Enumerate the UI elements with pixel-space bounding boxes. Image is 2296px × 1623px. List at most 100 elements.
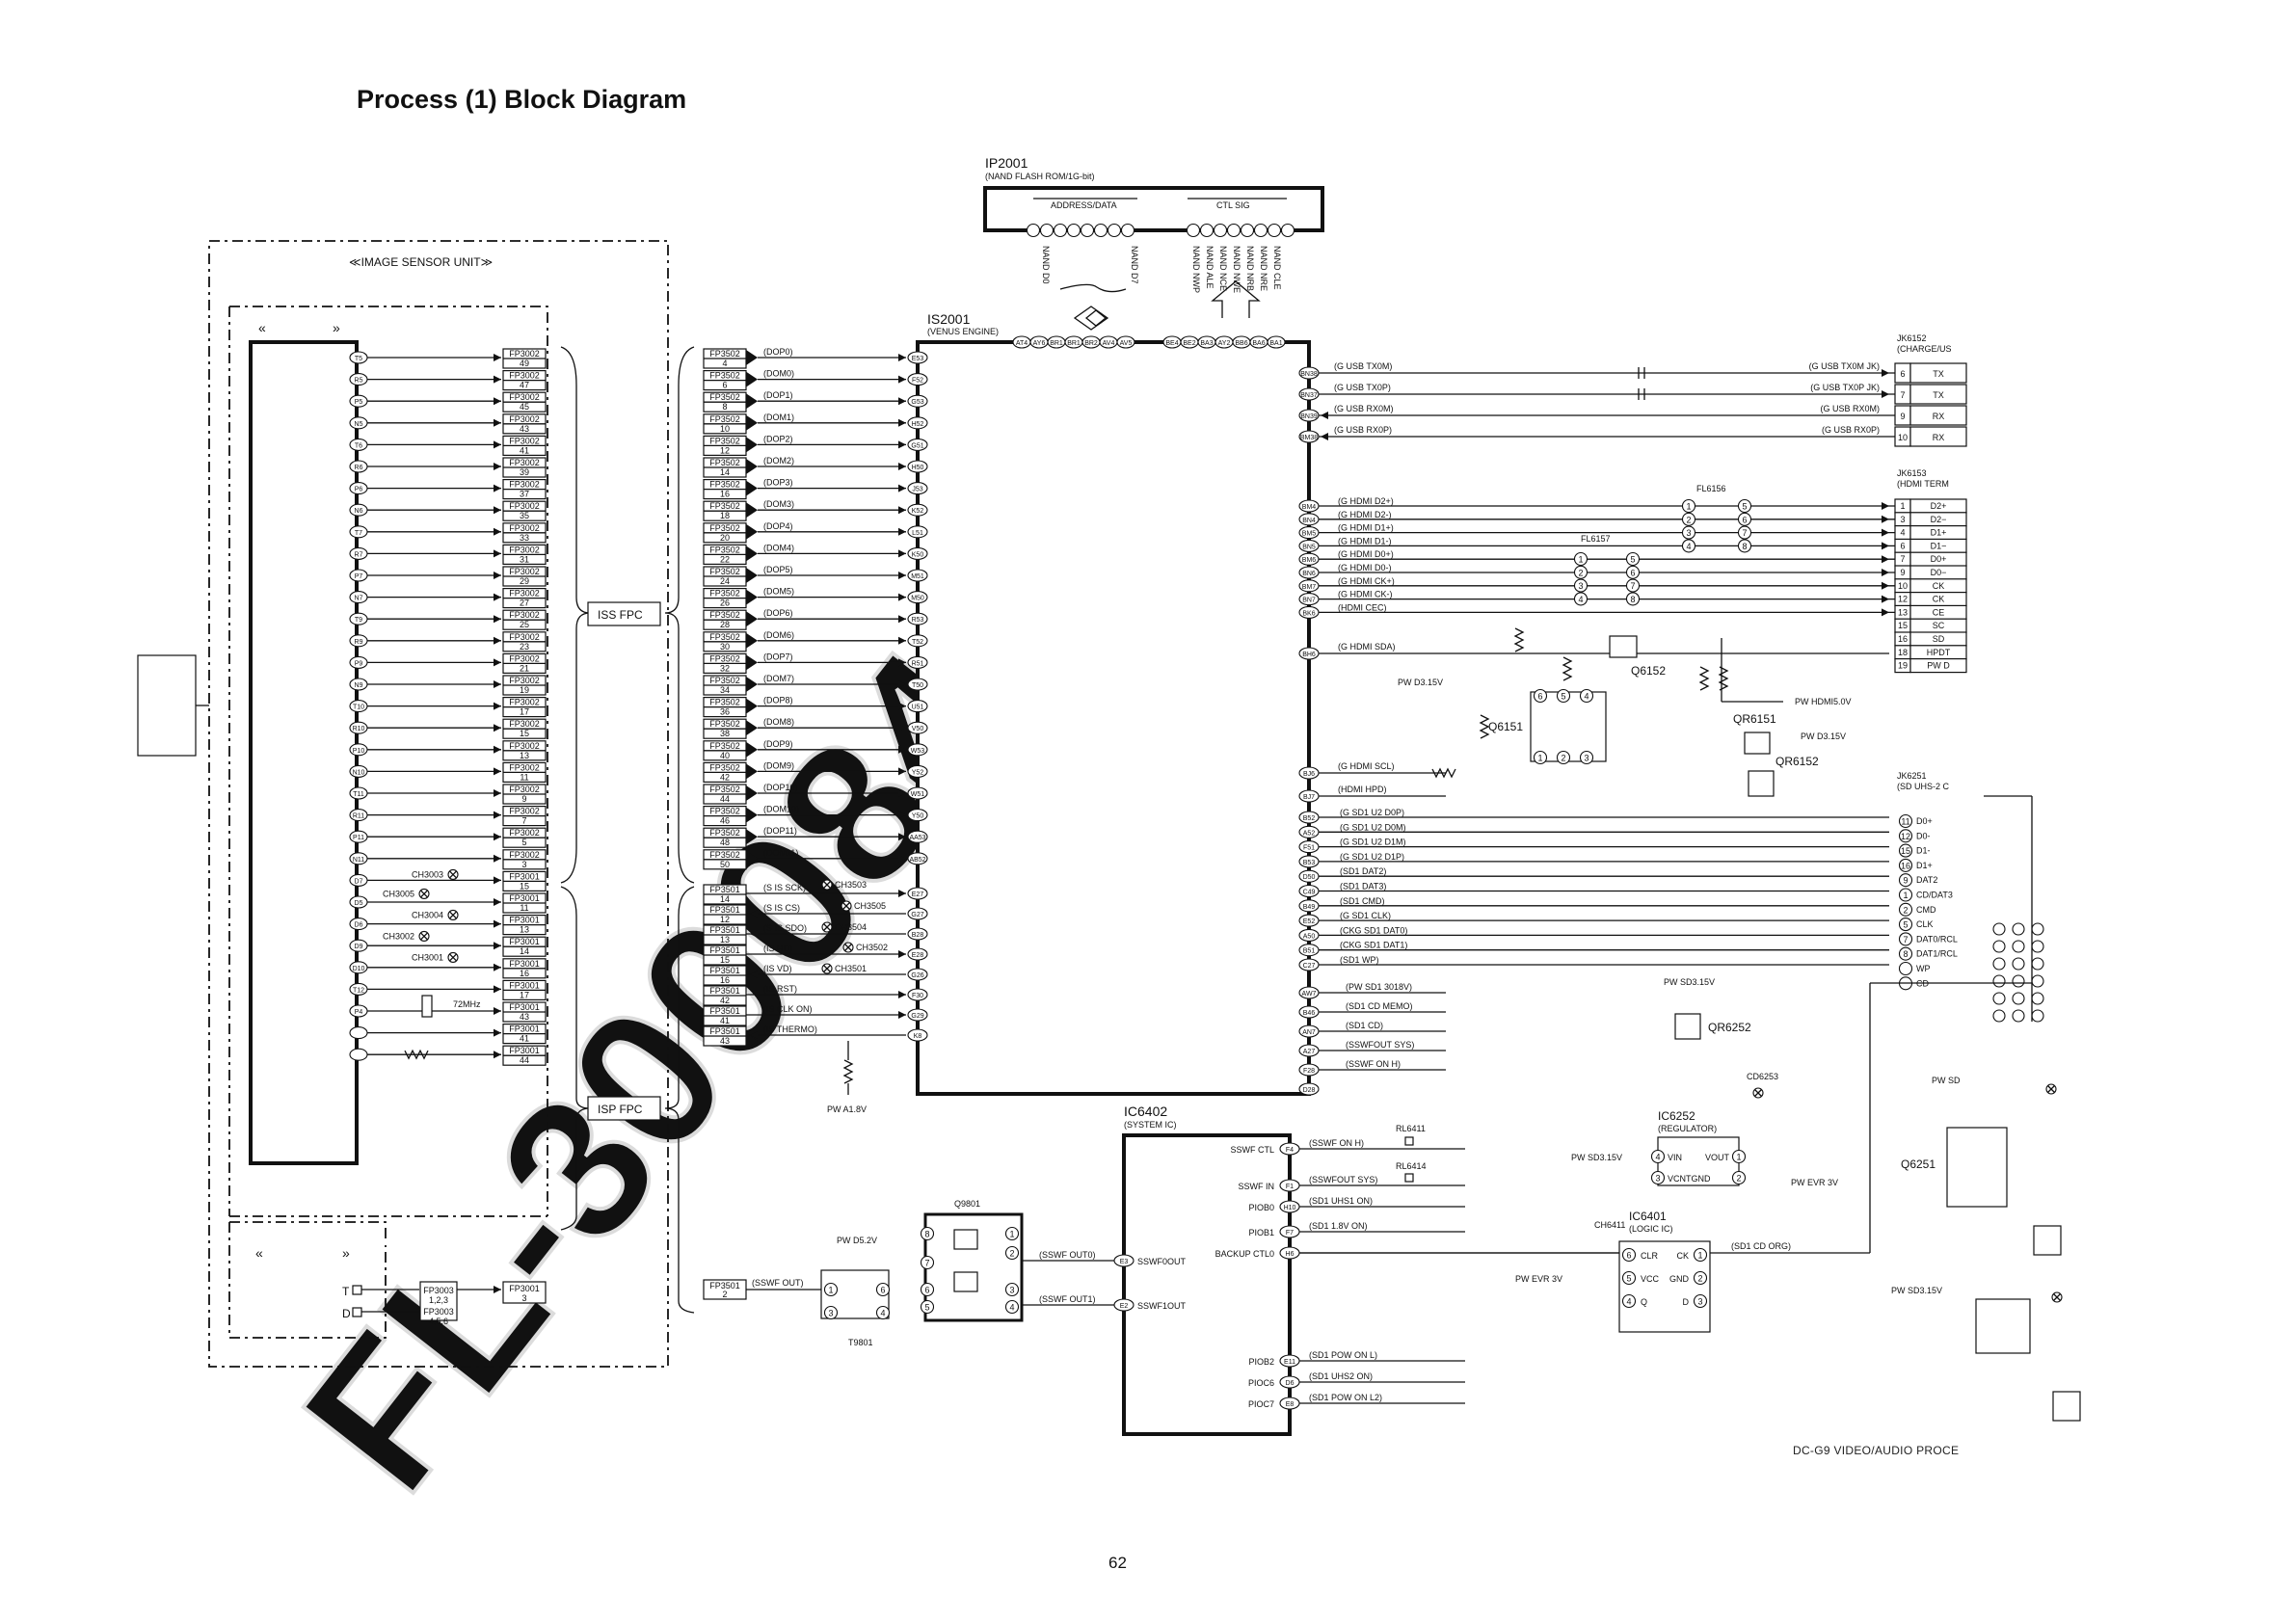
is2001-pin-label: M51	[911, 573, 924, 580]
fp-arrow	[746, 371, 758, 387]
fp-arrow	[746, 350, 758, 365]
iss-fpc-bracket: ISS FPC	[560, 346, 695, 884]
q6151-pin-label: 1	[1537, 754, 1542, 763]
ic6252-chip	[1657, 1136, 1740, 1186]
q9801-pin	[1004, 1299, 1020, 1315]
fl6156-pin-label: 3	[1686, 528, 1691, 538]
jk6153-name-box	[1909, 657, 1967, 674]
qr6152-chip	[1748, 770, 1775, 797]
sensor-arrow	[494, 942, 501, 950]
jk6251-name: CD/DAT3	[1916, 891, 1953, 900]
fp3501-ref: FP3501	[709, 986, 740, 996]
arrow	[898, 354, 906, 361]
is2001-top-pin-label: BR1	[1050, 340, 1063, 347]
sysic-pin-name: SSWF IN	[1239, 1182, 1275, 1191]
usb-signal-right: (G USB RX0P)	[1822, 425, 1880, 435]
sd-pow-ic	[1975, 1298, 2031, 1354]
jk6251-name: D1+	[1916, 861, 1933, 870]
fp3002-pin: 15	[520, 729, 529, 738]
is2001-top-pin-label: BA1	[1269, 340, 1282, 347]
sensor-arrow	[494, 985, 501, 994]
sysic-pin-name: SSWF CTL	[1230, 1145, 1274, 1155]
is2001-pin	[907, 438, 928, 451]
arrow	[898, 854, 906, 863]
fl6157-pin-label: 1	[1578, 555, 1583, 565]
sd-pin-label: A50	[1303, 933, 1316, 940]
sensor-pin	[349, 1026, 368, 1040]
usb-signal-left: (G USB TX0P)	[1334, 383, 1391, 392]
scl-resistor	[1431, 767, 1456, 779]
fp3502-pin: 14	[720, 467, 730, 477]
fp3502-ref: FP3502	[709, 676, 740, 685]
sensor-pin-label: T9	[355, 617, 362, 624]
sensor-arrow	[494, 593, 501, 601]
nand-ctl-pin	[1186, 223, 1201, 238]
sd-switch-node	[2031, 974, 2044, 988]
fp3002-pin: 5	[521, 838, 526, 847]
jk6153-pin: 15	[1898, 621, 1908, 630]
sysic-pin-label: F7	[1286, 1230, 1294, 1237]
jk6251-pin-label: 16	[1901, 861, 1910, 870]
jk6153-pin: 18	[1898, 648, 1908, 657]
ch-label: CH3503	[835, 880, 867, 890]
jk-name-box	[1909, 426, 1967, 447]
sensor-pin-label: P7	[355, 573, 363, 580]
sensor-arrow	[494, 898, 501, 906]
fl6156-pin	[1681, 512, 1696, 526]
arrow	[1882, 595, 1889, 603]
fp3501-ref: FP3501	[709, 925, 740, 935]
arrow	[898, 375, 906, 384]
fp3002-pin: 37	[520, 490, 529, 499]
fl6156-pin	[1681, 525, 1696, 540]
t9801-pin	[875, 1305, 891, 1320]
jk6153-name: HPDT	[1927, 648, 1951, 657]
fp3501-ref: FP3501	[709, 945, 740, 955]
ch-label: CH3004	[412, 910, 443, 919]
sensor-pin-label: R5	[355, 378, 363, 385]
isp-fpc-bracket: ISP FPC	[560, 886, 695, 1314]
hdmi-sda-pin-label: BH6	[1302, 652, 1316, 658]
q6151-pin-label: 2	[1561, 754, 1565, 763]
ch-label: CH3505	[854, 901, 886, 911]
nand-ctl-name: NAND ALE	[1205, 246, 1215, 289]
jk6153-pin: 1	[1900, 501, 1905, 511]
sensor-resistor	[404, 1049, 429, 1060]
jk6251-name: D0+	[1916, 816, 1933, 826]
test-point-mark	[420, 932, 428, 941]
jk6251-name: WP	[1916, 964, 1931, 973]
arrow	[898, 811, 906, 819]
fp3502-ref: FP3502	[709, 523, 740, 533]
sd-extra-signal: (SSWF ON H)	[1346, 1059, 1401, 1069]
sd-extra-signal: (SD1 CD)	[1346, 1021, 1383, 1030]
is2001-isp-pin	[907, 887, 928, 900]
fl6156-pin-label: 4	[1686, 542, 1691, 551]
is2001-pin	[907, 373, 928, 386]
arrow	[898, 680, 906, 688]
hdmi-signal: (G HDMI D2-)	[1338, 510, 1392, 519]
sd-pin-label: B51	[1303, 948, 1316, 955]
fp3001-ref: FP3001	[509, 937, 540, 946]
is2001-top-pin-label: BR2	[1084, 340, 1098, 347]
jk6251-name: D0-	[1916, 831, 1931, 840]
jk6251-pin	[1898, 946, 1913, 961]
jk6251-name: CLK	[1916, 919, 1934, 929]
jk6251-name: DAT2	[1916, 875, 1937, 885]
jk6251-pin-label: 7	[1903, 935, 1908, 945]
sd-pin-label: A52	[1303, 830, 1316, 837]
ic6401-pin-label: 3	[1697, 1297, 1702, 1307]
q6151-pin-label: 5	[1561, 692, 1565, 702]
fp3002-ref: FP3002	[509, 436, 540, 445]
is2001-top-pin-label: AV4	[1103, 340, 1115, 347]
t9801-label: T9801	[848, 1338, 873, 1347]
fp3502-ref: FP3502	[709, 828, 740, 838]
arrow	[1882, 390, 1889, 398]
q9801-pin-label: 4	[1009, 1303, 1014, 1313]
isp-signal: (IS THERMO)	[763, 1024, 817, 1034]
ip2001-chip	[983, 186, 1324, 232]
isp-fpc-label: ISP FPC	[598, 1103, 643, 1116]
fp3002-ref: FP3002	[509, 523, 540, 533]
usb-signal-left: (G USB RX0M)	[1334, 404, 1394, 413]
fp3501-ref: FP3501	[709, 1006, 740, 1016]
qr6252-label: QR6252	[1708, 1021, 1751, 1034]
pw-sd315-label: PW SD3.15V	[1571, 1153, 1622, 1162]
